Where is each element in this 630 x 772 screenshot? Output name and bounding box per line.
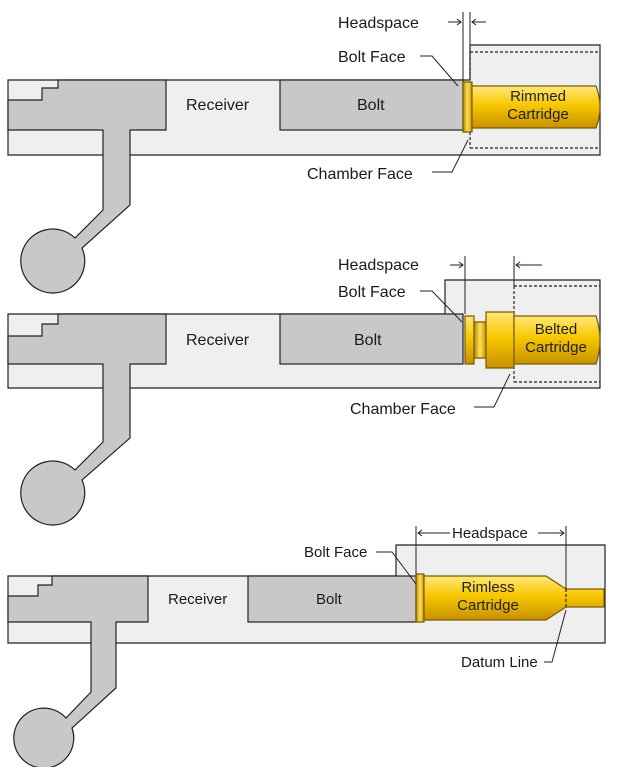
rimmed-cartridge-label-1: Rimmed [510,88,566,105]
rimless-cartridge-label-2: Cartridge [457,597,519,614]
cartridge-head [464,315,475,365]
rimmed-headspace-label: Headspace [338,15,419,32]
belted-diagram [7,256,601,526]
belted-cartridge-label-1: Belted [535,321,578,338]
rimmed-receiver-label: Receiver [186,97,250,114]
rimless-bolt-face-label: Bolt Face [304,544,367,561]
receiver-tang [7,79,167,294]
rimless-diagram [7,526,606,769]
rimmed-cartridge-label-2: Cartridge [507,106,569,123]
receiver-tang [7,313,167,526]
belted-bolt-label: Bolt [354,332,382,349]
belted-receiver-label: Receiver [186,332,250,349]
rimless-bolt-label: Bolt [316,591,343,608]
bolt [279,313,464,365]
belted-headspace-label: Headspace [338,257,419,274]
rimmed-chamber-face-label: Chamber Face [307,166,413,183]
receiver-tang [7,575,149,769]
cartridge-body [513,315,601,365]
rimmed-bolt-label: Bolt [357,97,385,114]
rimless-datum-line-label: Datum Line [461,654,538,671]
rimmed-bolt-face-label: Bolt Face [338,49,406,66]
cartridge-body [471,85,601,129]
bolt [247,575,417,623]
cartridge-rim [462,81,473,133]
rimless-receiver-label: Receiver [168,591,227,608]
rimmed-diagram [7,12,601,294]
belted-cartridge-label-2: Cartridge [525,339,587,356]
bolt [279,79,464,131]
cartridge-rim [415,573,425,623]
rimless-cartridge-label-1: Rimless [461,579,514,596]
cartridge-extractor-groove [473,321,487,359]
rimless-headspace-label: Headspace [452,525,528,542]
belted-chamber-face-label: Chamber Face [350,401,456,418]
cartridge-belt [485,311,515,369]
belted-bolt-face-label: Bolt Face [338,284,406,301]
cartridge-body [423,575,605,621]
